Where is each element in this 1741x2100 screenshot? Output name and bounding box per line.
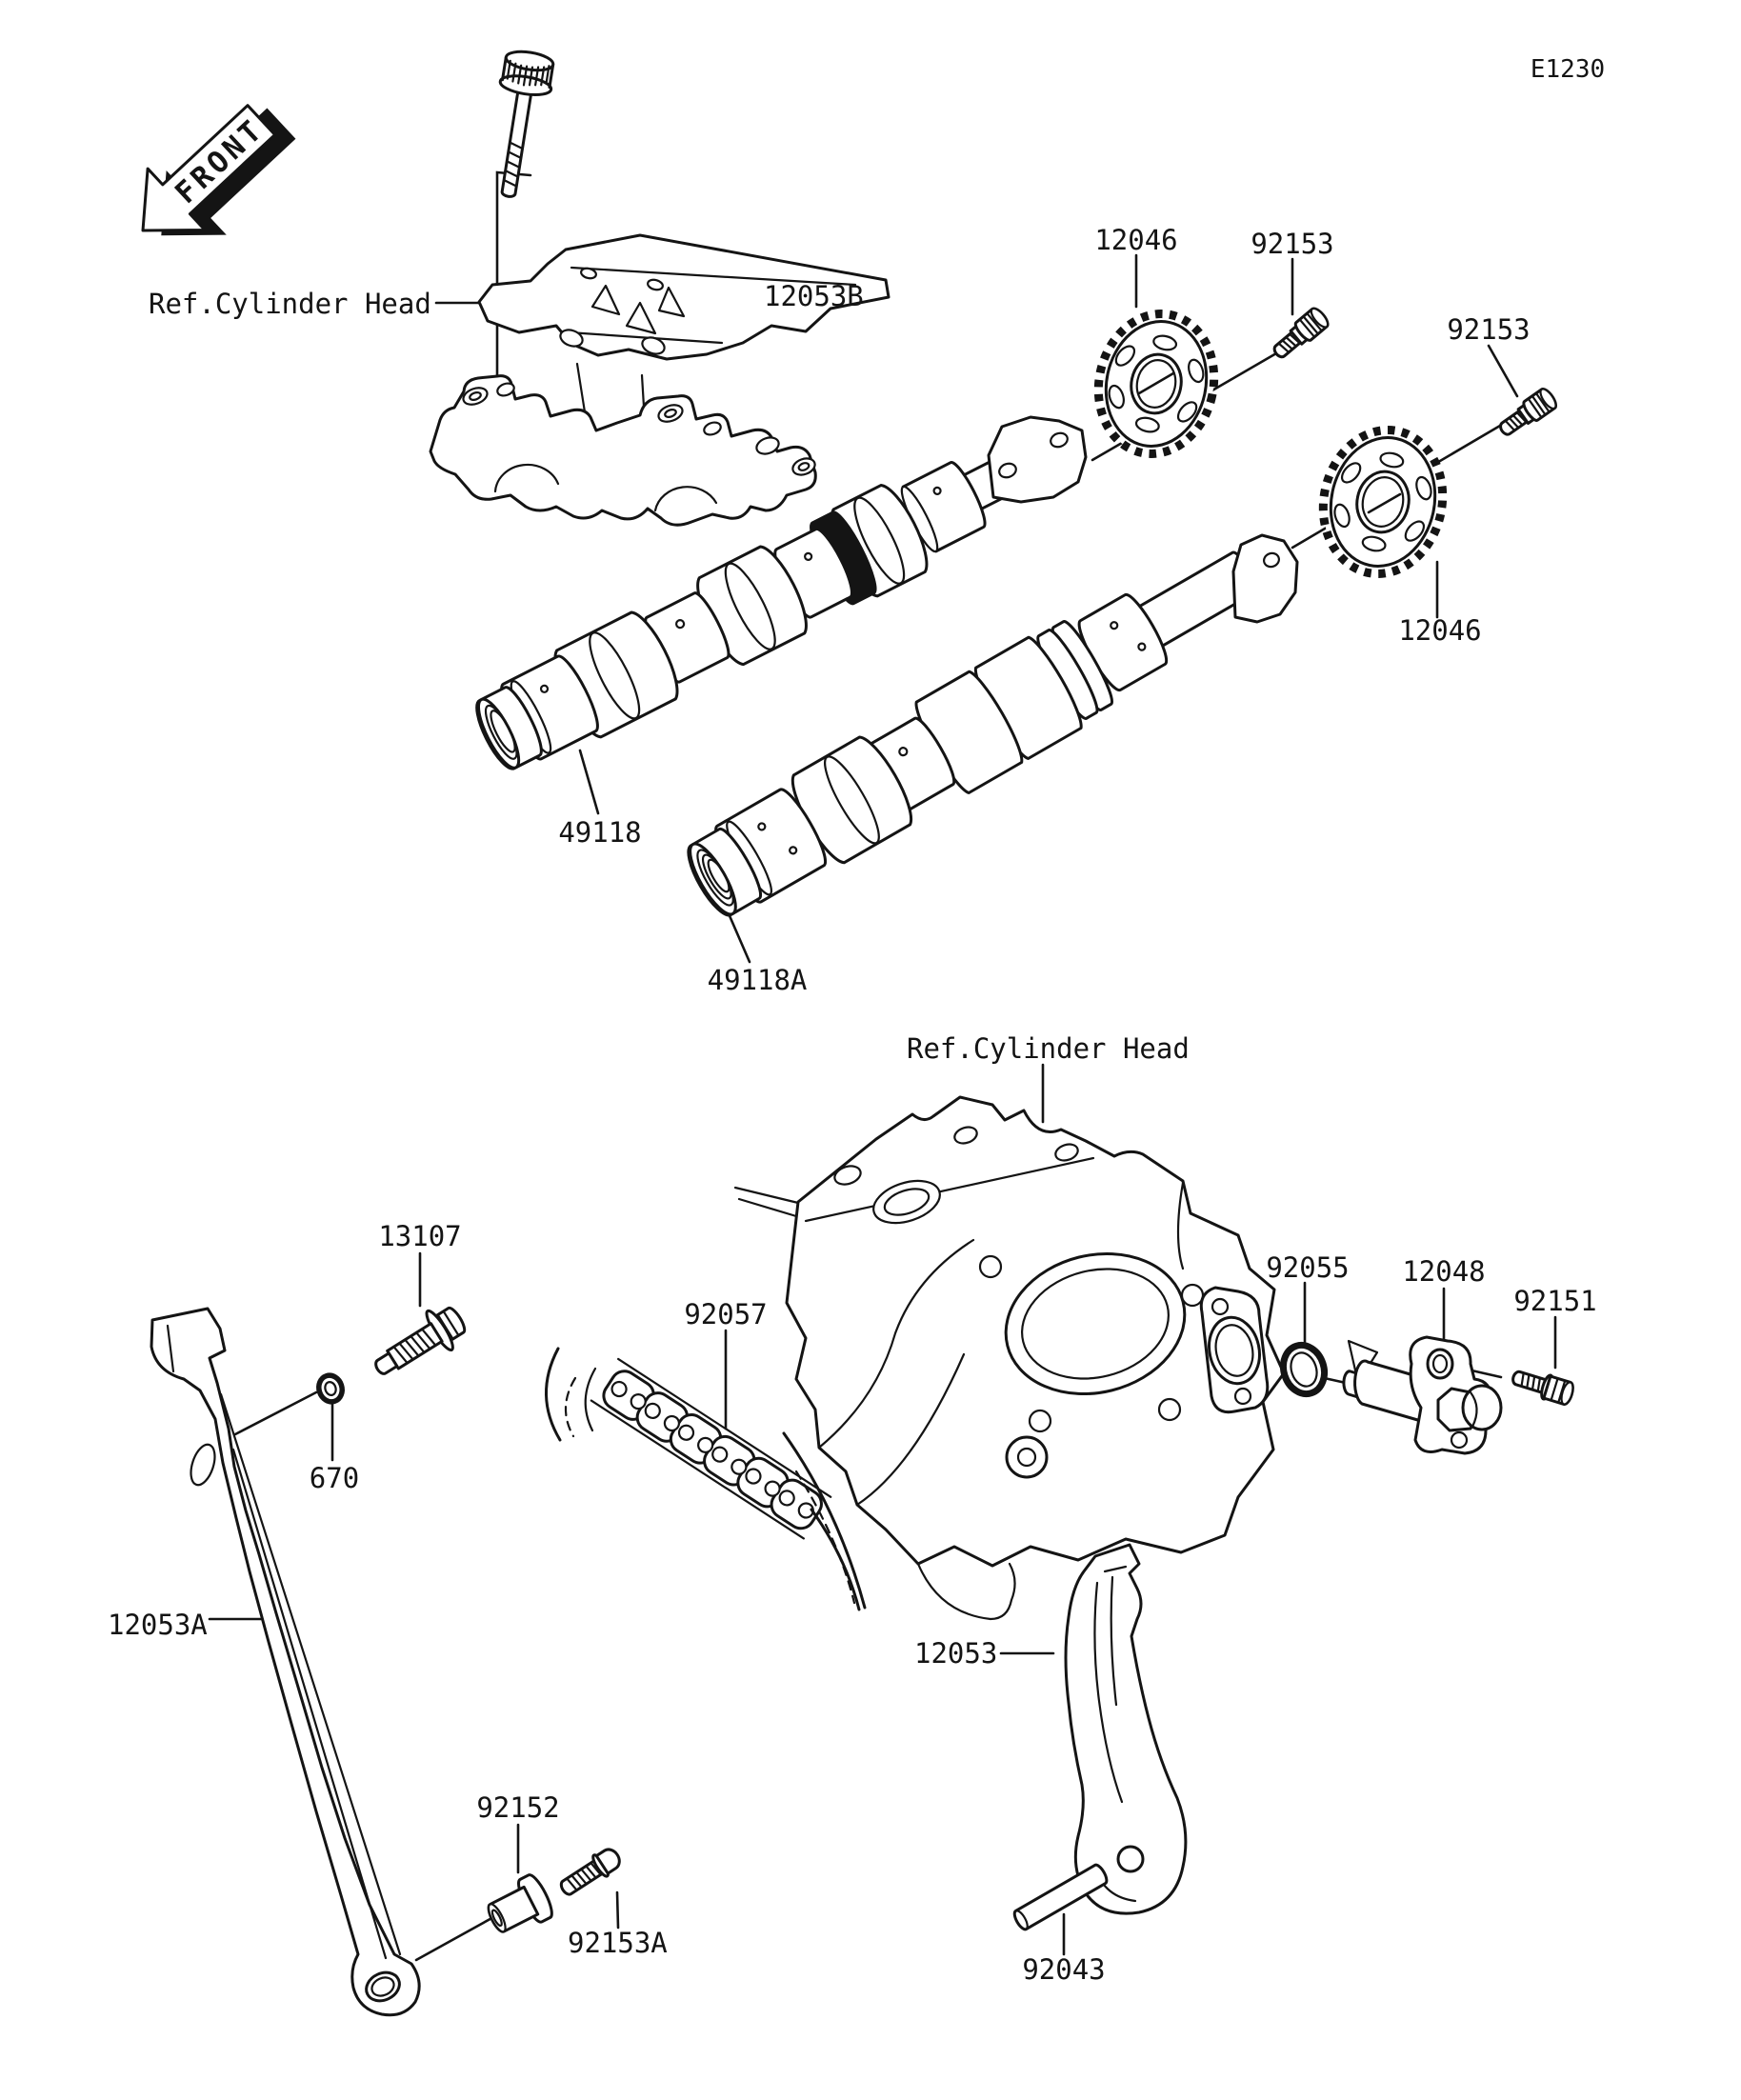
guide-screw-drawing [559, 1848, 621, 1896]
guide-pin-drawing [1012, 1863, 1109, 1931]
part-label-12053: 12053 [914, 1637, 997, 1670]
camshaft-cap-holder-drawing [429, 374, 817, 527]
bracket-bolt-drawing [498, 50, 555, 198]
ref-cylinder-head-bottom-label: Ref.Cylinder Head [907, 1032, 1190, 1065]
part-label-49118: 49118 [558, 816, 641, 849]
part-label-49118A: 49118A [708, 964, 808, 996]
part-label-12046-bottom: 12046 [1398, 614, 1481, 647]
cam-sprocket-bottom-drawing [1318, 426, 1448, 578]
camshaft-intake-drawing [687, 533, 1299, 917]
tensioner-oring-drawing [1279, 1341, 1329, 1398]
part-label-12053B: 12053B [764, 280, 864, 312]
camshaft-holder-bracket-drawing [477, 233, 891, 440]
guide-collar-drawing [487, 1873, 553, 1933]
tensioner-bolt-drawing [1511, 1370, 1574, 1406]
part-label-12048: 12048 [1402, 1255, 1485, 1288]
part-label-92152: 92152 [476, 1791, 559, 1824]
part-label-92151: 92151 [1513, 1285, 1596, 1317]
tensioner-pivot-bolt-drawing [374, 1306, 467, 1375]
part-label-12046-top: 12046 [1094, 224, 1177, 256]
chain-guide-front-drawing [150, 1307, 421, 2017]
sprocket-bolt-top-drawing [1272, 307, 1330, 359]
front-arrow-icon: FRONT [141, 104, 296, 236]
part-label-92153-right: 92153 [1447, 313, 1530, 346]
oring-small-drawing [316, 1372, 345, 1405]
cam-chain-drawing [545, 1347, 867, 1611]
cylinder-head-drawing [733, 1095, 1286, 1621]
part-label-13107: 13107 [378, 1220, 461, 1252]
ref-cylinder-head-top-label: Ref.Cylinder Head [149, 288, 431, 320]
part-label-12053A: 12053A [108, 1609, 208, 1641]
diagram-code-label: E1230 [1531, 55, 1605, 84]
part-label-670: 670 [310, 1462, 359, 1494]
chain-tensioner-drawing [1342, 1335, 1503, 1455]
chain-guide-rear-drawing [1064, 1543, 1188, 1915]
part-label-92153A: 92153A [568, 1927, 668, 1959]
camshaft-exhaust-drawing [475, 415, 1088, 770]
part-label-92057: 92057 [684, 1298, 767, 1330]
part-label-92055: 92055 [1266, 1251, 1349, 1284]
part-label-92153-top: 92153 [1251, 228, 1333, 260]
sprocket-bolt-right-drawing [1499, 388, 1557, 436]
part-label-92043: 92043 [1022, 1953, 1105, 1986]
